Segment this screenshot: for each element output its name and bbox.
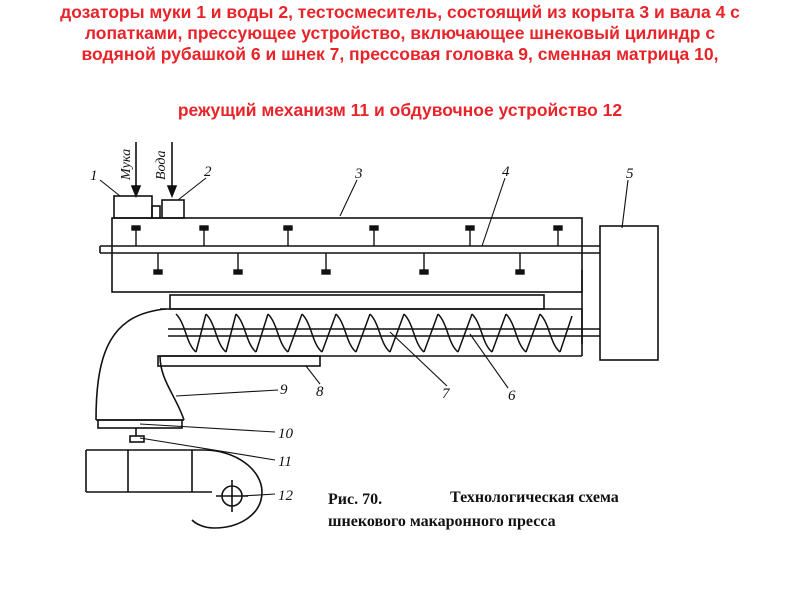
mixer-paddles [131,225,563,275]
caption-line-3: водяной рубашкой 6 и шнек 7, прессовая г… [81,44,719,64]
caption: дозаторы муки 1 и воды 2, тестосмеситель… [0,2,800,121]
water-input-label: Вода [154,151,169,180]
label-4: 4 [502,164,510,180]
caption-line-1: дозаторы муки 1 и воды 2, тестосмеситель… [60,2,740,22]
drive-unit [599,225,659,361]
label-11: 11 [278,454,292,470]
water-doser [161,199,185,219]
label-6: 6 [508,388,516,404]
label-8: 8 [316,384,324,400]
water-jacket [169,294,545,310]
screw-shaft [168,328,600,337]
mixer-trough [111,217,583,293]
label-10: 10 [278,426,294,442]
doser-connector [151,205,161,219]
label-12: 12 [278,488,294,504]
blower [85,449,263,529]
leader-lines [99,177,629,497]
mixer-shaft [99,245,600,254]
figure-number: Рис. 70. [328,491,382,508]
water-input-arrow [166,142,178,199]
label-7: 7 [442,386,451,402]
figure-title-line1: Технологическая схема [450,489,619,506]
caption-line-2: лопатками, прессующее устройство, включа… [84,23,716,43]
label-3: 3 [354,166,363,182]
lower-jacket [157,355,321,367]
matrix [97,419,183,429]
flour-doser [113,195,153,219]
label-5: 5 [626,166,634,182]
flour-input-label: Мука [119,149,134,181]
label-2: 2 [204,164,212,180]
figure-title-line2: шнекового макаронного пресса [328,513,556,530]
label-1: 1 [90,168,98,184]
press-head [95,308,185,421]
flour-input-arrow [130,142,142,199]
cutter [129,428,145,443]
screw-flights [175,313,573,353]
caption-line-4: режущий механизм 11 и обдувочное устройс… [177,100,623,120]
label-9: 9 [280,382,288,398]
